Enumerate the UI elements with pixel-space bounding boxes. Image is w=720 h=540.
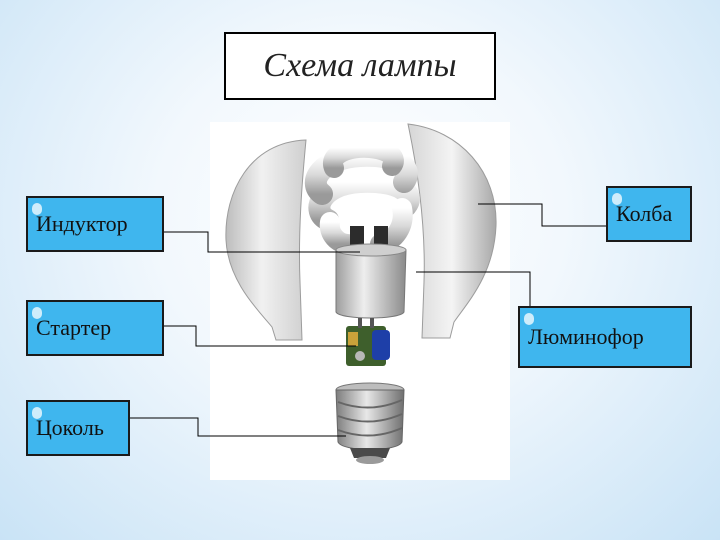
spiral-tube [316, 148, 409, 252]
label-bulb-text: Колба [616, 201, 672, 227]
starter-circuit [346, 318, 390, 366]
label-phosphor-text: Люминофор [528, 324, 644, 350]
diagram-title: Схема лампы [263, 47, 456, 85]
label-starter: Стартер [26, 300, 164, 356]
label-inductor-text: Индуктор [36, 211, 128, 237]
label-base: Цоколь [26, 400, 130, 456]
bulb-right-half [408, 124, 496, 338]
screw-base [336, 383, 404, 464]
lamp-photo [210, 122, 510, 480]
label-base-text: Цоколь [36, 415, 104, 441]
lamp-illustration [210, 122, 510, 480]
label-inductor: Индуктор [26, 196, 164, 252]
label-phosphor: Люминофор [518, 306, 692, 368]
label-bulb: Колба [606, 186, 692, 242]
label-starter-text: Стартер [36, 315, 111, 341]
lamp-housing [336, 250, 406, 318]
bulb-left-half [226, 140, 306, 340]
diagram-title-box: Схема лампы [224, 32, 496, 100]
